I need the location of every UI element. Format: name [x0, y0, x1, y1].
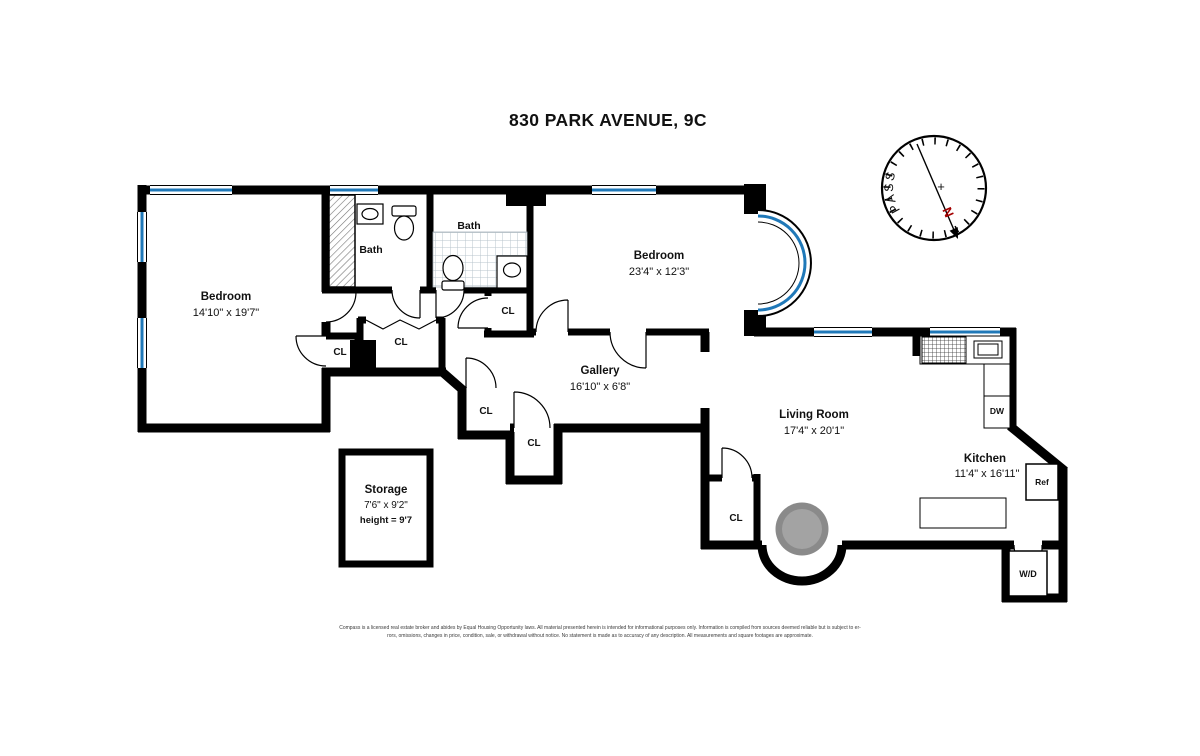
door-bifold-closet-b	[365, 319, 437, 330]
closet-label-a: CL	[333, 347, 346, 358]
north-label: N	[939, 205, 957, 220]
compass-ticks	[883, 137, 985, 239]
disclaimer-line-1: Compass is a licensed real estate broker…	[339, 625, 861, 631]
north-needle	[916, 143, 955, 231]
refrigerator-label: Ref	[1035, 477, 1049, 487]
disclaimer: Compass is a licensed real estate broker…	[339, 625, 861, 639]
shower-stall	[328, 194, 356, 288]
kitchen-name: Kitchen	[964, 453, 1006, 465]
door-bedroom-left-entry	[325, 291, 357, 323]
door-closet-1	[465, 357, 497, 389]
living-room-name: Living Room	[779, 409, 849, 421]
walls-interior	[322, 186, 920, 549]
living-room-dims: 17'4" x 20'1"	[784, 425, 844, 437]
bath-left-label: Bath	[359, 244, 382, 256]
fixtures	[328, 194, 1059, 597]
washer-dryer-label: W/D	[1019, 569, 1037, 579]
bedroom-left-dims: 14'10" x 19'7"	[193, 307, 260, 319]
door-closet-2	[513, 391, 551, 429]
door-closet-living	[721, 447, 753, 479]
disclaimer-line-2: rors, omissions, changes in price, condi…	[387, 633, 813, 639]
walls-exterior	[137, 185, 1068, 603]
page-title: 830 PARK AVENUE, 9C	[509, 110, 707, 130]
needle-arrowhead	[949, 227, 958, 239]
bedroom-top-name: Bedroom	[634, 250, 684, 262]
door-closet-a	[295, 335, 327, 367]
door-bath-right	[435, 289, 465, 319]
compass-label: COMPASS	[0, 0, 903, 216]
doors	[295, 289, 1043, 574]
sink-left	[356, 203, 384, 225]
bedroom-top-dims: 23'4" x 12'3"	[629, 266, 689, 278]
curved-niche	[757, 502, 847, 586]
closet-label-1: CL	[479, 406, 492, 417]
windows	[136, 184, 1000, 368]
closet-label-2: CL	[527, 438, 540, 449]
door-bedroom-top-b	[609, 331, 647, 369]
kitchen-dims: 11'4" x 16'11"	[955, 468, 1020, 480]
compass-plus: +	[937, 179, 945, 194]
gallery-name: Gallery	[581, 365, 621, 377]
door-bedroom-top-a	[535, 299, 569, 333]
storage-dims: 7'6" x 9'2"	[364, 500, 408, 511]
washer-dryer-box	[1008, 550, 1048, 597]
kitchen-counters	[919, 335, 1011, 529]
door-closet-hall	[457, 297, 489, 329]
toilet-left	[391, 205, 417, 241]
stove	[921, 336, 967, 364]
bedroom-left-name: Bedroom	[201, 291, 251, 303]
bay-window	[757, 209, 812, 317]
room-labels: Bedroom 14'10" x 19'7" Bath Bath Bedroom…	[193, 220, 1049, 579]
bath-right-label: Bath	[457, 220, 480, 232]
counter-bottom	[919, 497, 1007, 529]
compass-outer-ring	[880, 134, 988, 242]
door-bath-left	[391, 289, 421, 319]
gallery-dims: 16'10" x 6'8"	[570, 381, 630, 393]
storage-height: height = 9'7	[360, 515, 412, 526]
dishwasher-label: DW	[990, 406, 1005, 416]
storage-box	[338, 448, 434, 568]
storage-name: Storage	[365, 484, 408, 496]
closet-label-hall: CL	[501, 306, 514, 317]
closet-label-living: CL	[729, 513, 742, 524]
closet-label-b: CL	[394, 337, 407, 348]
compass: COMPASS + N	[0, 0, 988, 242]
vanity-sink-right	[496, 255, 528, 289]
toilet-right	[441, 254, 465, 291]
refrigerator-box	[1025, 463, 1059, 501]
